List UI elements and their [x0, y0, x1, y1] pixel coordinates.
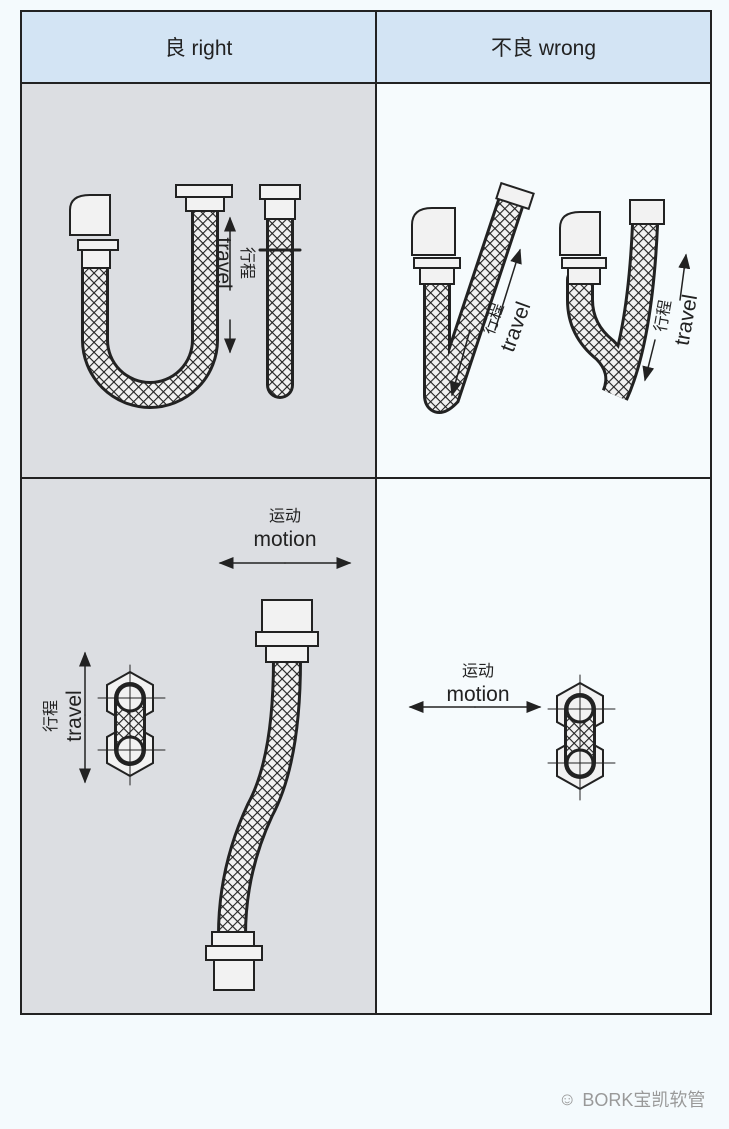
comparison-table: 良 right 不良 wrong: [20, 10, 712, 1015]
straight-hose-right: [258, 184, 302, 399]
header-wrong: 不良 wrong: [377, 12, 710, 84]
watermark-text: BORK宝凯软管: [582, 1090, 706, 1110]
wechat-icon: ☺: [558, 1088, 577, 1109]
watermark: ☺BORK宝凯软管: [558, 1086, 705, 1112]
s-hose-right: [205, 599, 319, 991]
header-wrong-label: 不良 wrong: [490, 37, 597, 60]
cell-right-motion: [22, 479, 377, 1013]
u-hose-right: [69, 184, 233, 409]
v-hose-wrong: [411, 181, 535, 414]
s-hose-wrong: [559, 199, 665, 401]
hex-fittings-wrong: [547, 674, 616, 801]
header-right-label: 良 right: [164, 37, 233, 60]
header-right: 良 right: [22, 12, 377, 84]
cell-wrong-motion: [377, 479, 710, 1013]
hex-fittings-right: [97, 664, 166, 786]
